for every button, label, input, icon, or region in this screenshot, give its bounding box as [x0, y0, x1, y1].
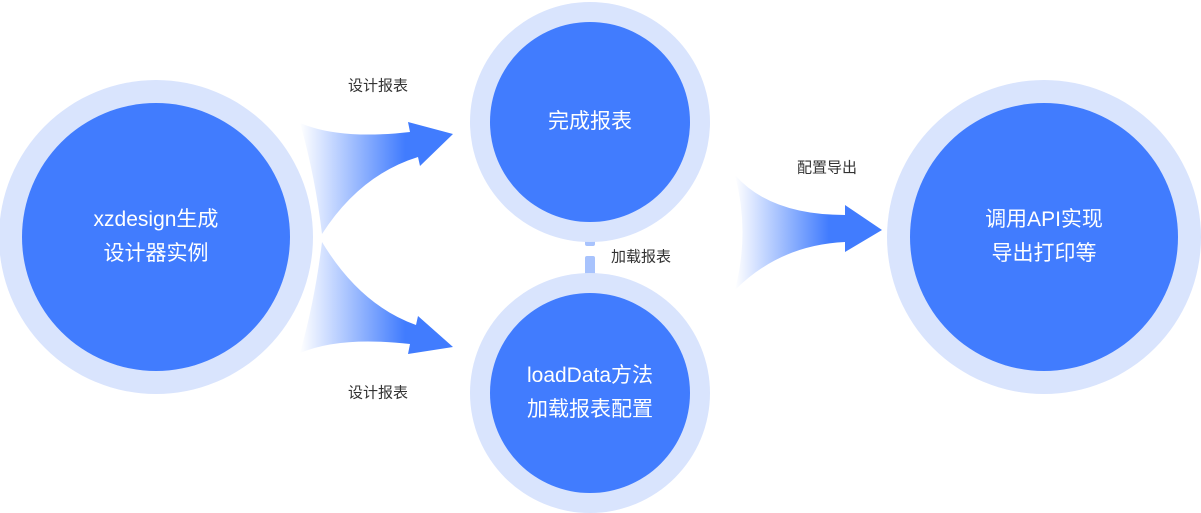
api-node-line1: 调用API实现 — [985, 208, 1103, 231]
edge-label-load-report: 加载报表 — [610, 248, 672, 266]
arrow-design-bottom — [300, 242, 453, 354]
edge-label-design-top: 设计报表 — [347, 77, 409, 95]
load-node-line1: loadData方法 — [526, 364, 654, 387]
edge-label-export-config: 配置导出 — [796, 159, 858, 177]
start-node: xzdesign生成 设计器实例 — [22, 103, 290, 371]
api-node: 调用API实现 导出打印等 — [910, 103, 1178, 371]
start-node-line1: xzdesign生成 — [93, 208, 219, 231]
start-node-line2: 设计器实例 — [103, 242, 209, 265]
arrow-design-top — [300, 122, 453, 234]
arrow-export — [735, 175, 882, 290]
api-node-line2: 导出打印等 — [991, 242, 1097, 265]
load-node: loadData方法 加载报表配置 — [490, 293, 690, 493]
edge-label-design-bottom: 设计报表 — [347, 384, 409, 402]
complete-node: 完成报表 — [490, 22, 690, 222]
complete-node-line1: 完成报表 — [548, 110, 632, 133]
load-node-line2: 加载报表配置 — [527, 398, 653, 421]
